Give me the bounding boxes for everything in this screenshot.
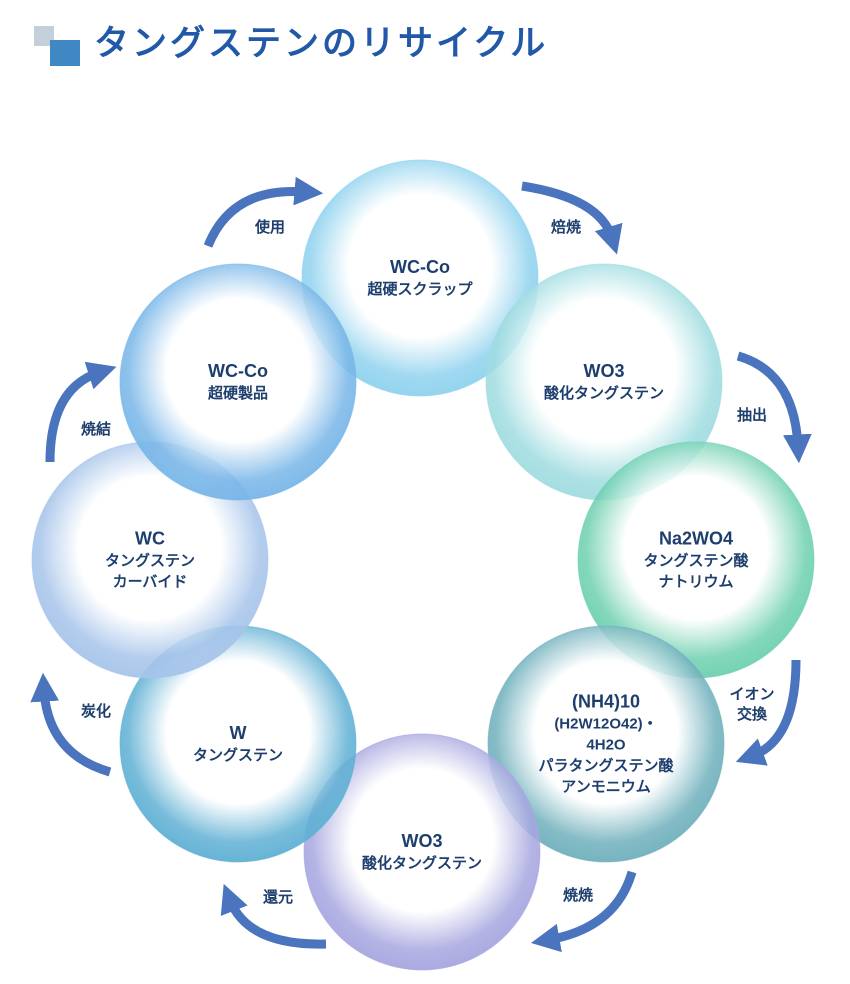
- step-label-calcination: 焼焼: [563, 886, 593, 906]
- arrow-carburizing: [30, 672, 112, 777]
- step-label-line: 焼焼: [562, 887, 594, 904]
- step-label-line: 使用: [254, 219, 286, 236]
- arrow-ion-exchange: [735, 659, 801, 766]
- step-label-line: 抽出: [736, 407, 768, 424]
- step-label-reduction: 還元: [263, 888, 293, 908]
- node-label-line: ナトリウム: [658, 573, 734, 591]
- arrow-reduction: [220, 883, 327, 949]
- step-label-sintering: 焼結: [81, 420, 111, 440]
- node-label-line: カーバイド: [112, 573, 188, 591]
- arrow-extraction: [736, 351, 812, 464]
- step-label-extraction: 抽出: [737, 406, 767, 426]
- node-label-line: 超硬製品: [207, 385, 268, 402]
- node-label-w: W タングステン: [123, 722, 353, 766]
- arrow-sintering: [45, 361, 117, 463]
- node-label-line: (NH4)10: [571, 691, 641, 712]
- title-accent-mark: [34, 26, 86, 66]
- arrow-use: [203, 176, 324, 248]
- step-label-use: 使用: [255, 218, 285, 238]
- node-label-line: 酸化タングステン: [543, 385, 664, 402]
- node-label-line: W: [229, 723, 247, 743]
- node-label-apt: (NH4)10 (H2W12O42)・ 4H2O パラタングステン酸アンモニウム: [491, 691, 721, 798]
- step-label-line: 交換: [736, 706, 768, 723]
- arrow-roasting: [521, 181, 623, 255]
- node-label-line: WC-Co: [390, 257, 450, 277]
- node-label-line: 4H2O: [586, 736, 626, 754]
- step-label-line: 還元: [262, 889, 294, 906]
- node-label-wc: WC タングステンカーバイド: [35, 528, 265, 593]
- node-circle-wc-co-scrap: [301, 159, 539, 397]
- step-label-roasting: 焙焼: [551, 218, 581, 238]
- node-label-line: 超硬スクラップ: [367, 281, 473, 298]
- node-circle-wc-co-product: [119, 263, 357, 501]
- node-label-line: WC: [135, 528, 165, 549]
- node-label-line: 酸化タングステン: [361, 855, 482, 872]
- node-label-line: パラタングステン酸: [538, 757, 674, 775]
- node-label-line: タングステン: [192, 747, 283, 764]
- step-label-line: 焙焼: [550, 219, 582, 236]
- node-label-line: (H2W12O42)・: [554, 715, 658, 733]
- node-circle-wo3-bottom: [303, 733, 541, 971]
- node-label-wc-co-product: WC-Co 超硬製品: [123, 360, 353, 404]
- arrow-calcination: [530, 870, 637, 953]
- node-label-line: WO3: [401, 831, 443, 851]
- node-label-na2wo4: Na2WO4 タングステン酸ナトリウム: [581, 528, 811, 593]
- node-label-wo3-bottom: WO3 酸化タングステン: [307, 830, 537, 874]
- step-label-carburizing: 炭化: [81, 702, 111, 722]
- node-label-line: タングステン: [104, 552, 195, 570]
- step-label-line: 炭化: [80, 703, 112, 720]
- node-label-wo3-top: WO3 酸化タングステン: [489, 360, 719, 404]
- node-label-line: WO3: [583, 361, 625, 381]
- step-label-ion-exchange: イオン交換: [729, 685, 774, 725]
- node-label-line: Na2WO4: [658, 528, 734, 549]
- node-circle-apt: [487, 625, 725, 863]
- node-label-line: WC-Co: [208, 361, 268, 381]
- node-label-wc-co-scrap: WC-Co 超硬スクラップ: [305, 256, 535, 300]
- node-label-line: アンモニウム: [561, 778, 651, 796]
- node-label-line: タングステン酸: [643, 552, 749, 570]
- step-label-line: 焼結: [80, 421, 112, 438]
- page-title: タングステンのリサイクル: [94, 24, 549, 64]
- step-label-line: イオン: [729, 686, 775, 703]
